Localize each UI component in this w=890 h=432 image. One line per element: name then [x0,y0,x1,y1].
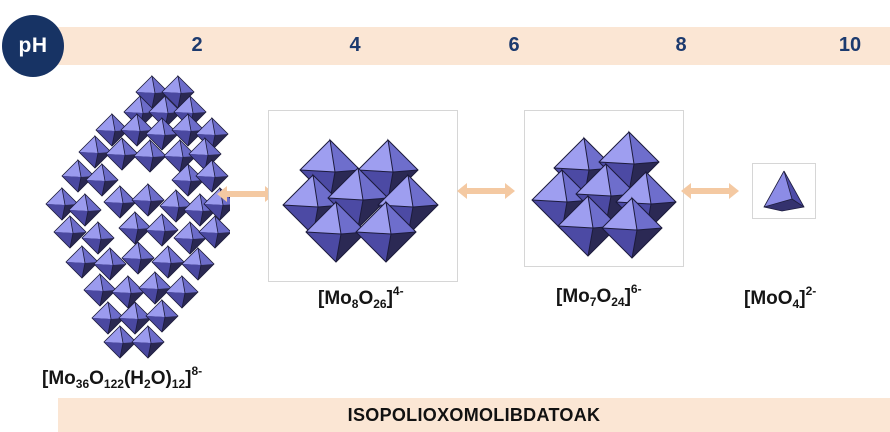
formula-mo7: [Mo7O24]6- [556,282,642,309]
equilibrium-arrow-3 [681,183,739,199]
formula-moo4: [MoO4]2- [744,284,817,311]
formula-mo36: [Mo36O122(H2O)12]8- [42,364,203,391]
formula-mo8: [Mo8O26]4- [318,284,404,311]
mo7-polyhedral-structure [531,131,677,259]
ph-tick-8: 8 [675,34,687,56]
moo4-tetrahedron [763,170,805,212]
ph-label-badge: pH [2,15,64,77]
ph-tick-4: 4 [349,34,361,56]
footer-title: ISOPOLIOXOMOLIBDATOAK [347,404,601,425]
mo36-polyhedral-structure [45,75,230,359]
footer-band: ISOPOLIOXOMOLIBDATOAK [58,398,890,432]
equilibrium-arrow-2 [457,183,515,199]
ph-tick-10: 10 [838,34,862,56]
ph-scale-band [38,27,890,65]
ph-label: pH [18,34,48,57]
ph-tick-2: 2 [191,34,203,56]
ph-tick-6: 6 [508,34,520,56]
mo8-polyhedral-structure [282,139,439,263]
